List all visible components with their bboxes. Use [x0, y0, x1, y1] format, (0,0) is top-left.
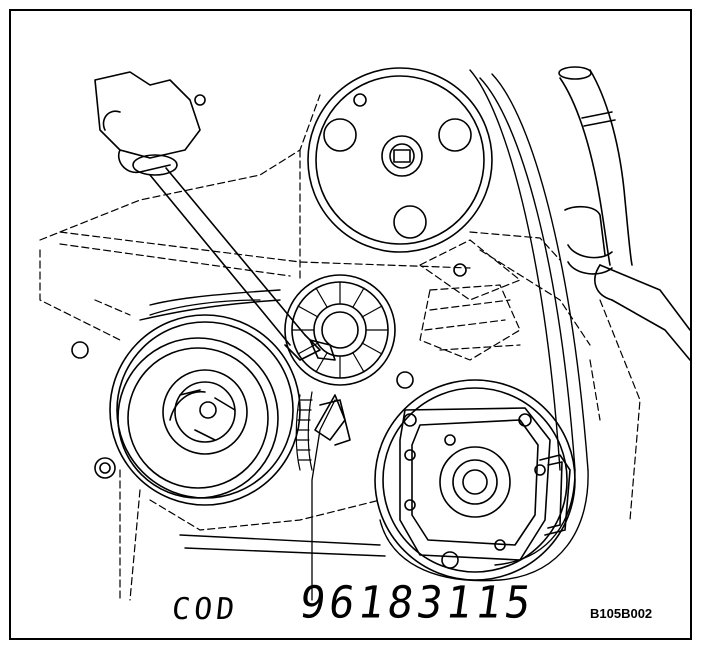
leader-line [311, 399, 336, 601]
crankshaft-pulley [71, 314, 301, 506]
coolant-hose [558, 66, 691, 361]
engine-block-outline [39, 94, 641, 601]
belt-tensioner [284, 263, 467, 446]
drive-belt [139, 69, 589, 582]
tool-handle [94, 71, 321, 361]
figure-reference-code: B105B002 [590, 606, 653, 621]
ac-compressor-pulley [374, 379, 576, 581]
power-steering-pulley [307, 67, 493, 253]
toothed-belt-section [149, 299, 313, 471]
handwritten-prefix: COD [170, 592, 241, 627]
handwritten-part-number: 96183115 [296, 576, 538, 629]
